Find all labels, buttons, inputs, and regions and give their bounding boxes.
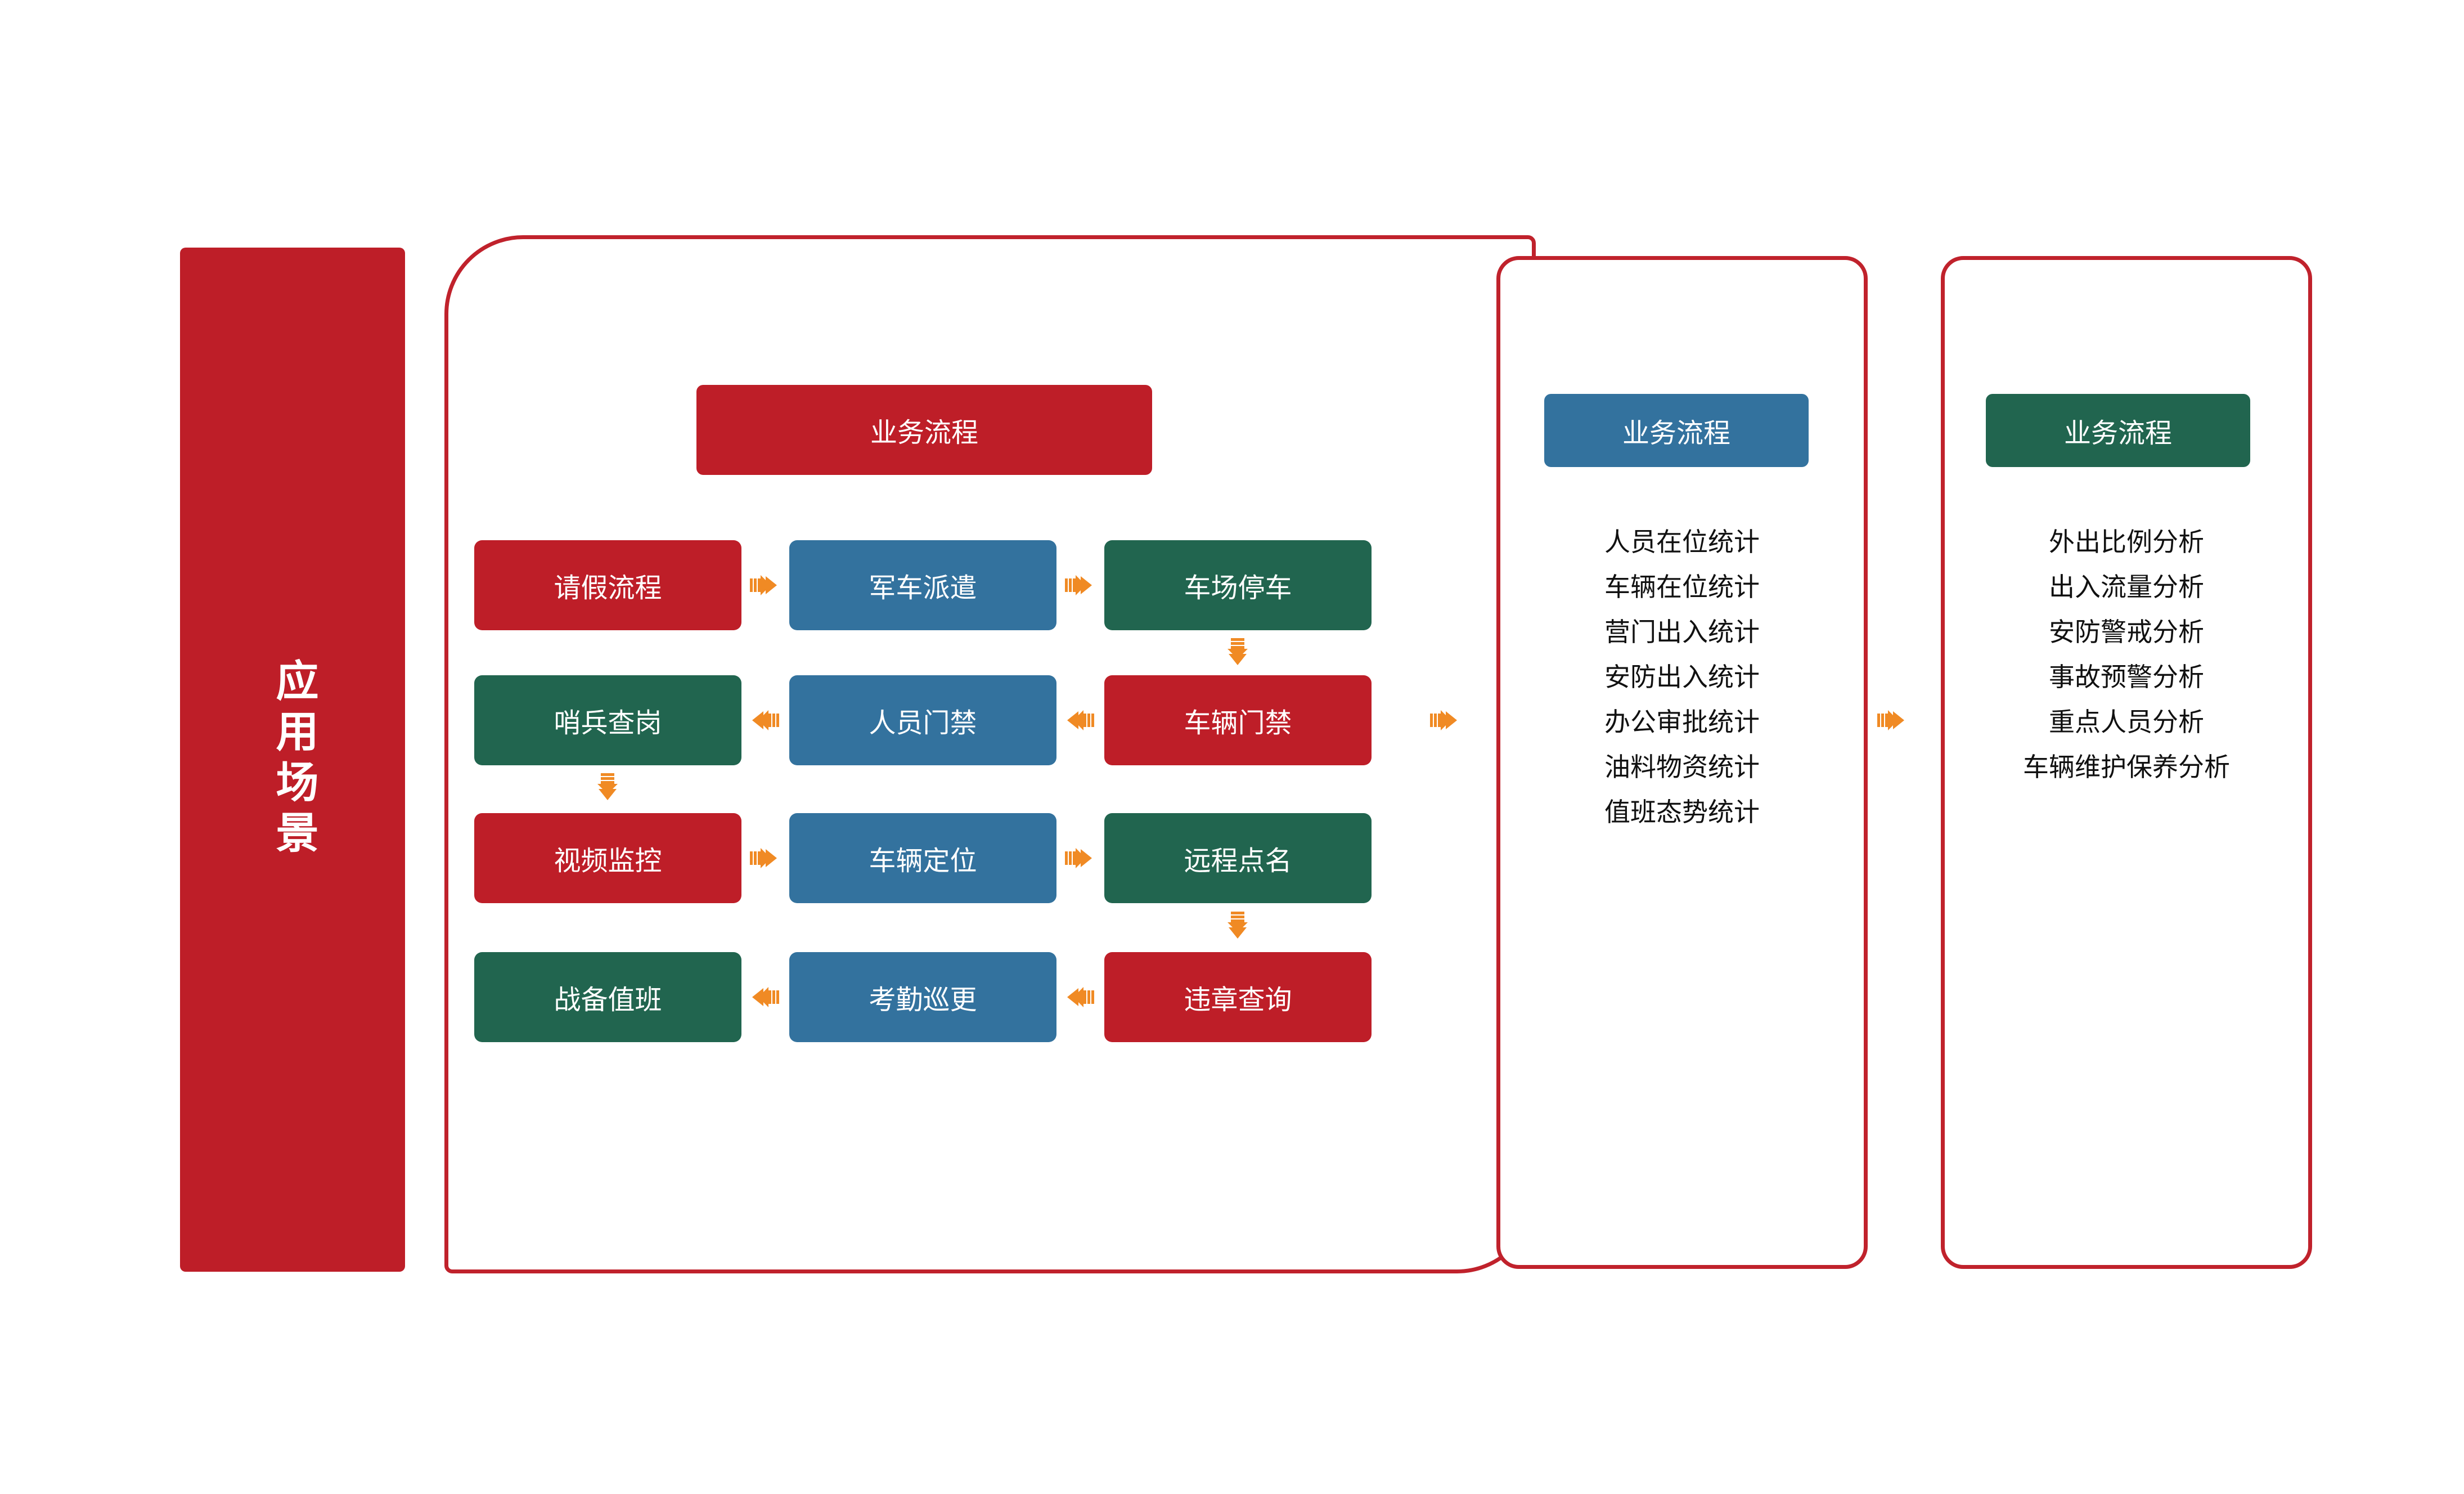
list-item: 人员在位统计 [1604, 527, 1760, 557]
flow-box-sentry-post-check[interactable]: 哨兵查岗 [474, 675, 741, 765]
scenario-banner: 应用场景 [180, 248, 405, 1272]
list-item: 办公审批统计 [1604, 707, 1760, 737]
flow-box-leave-process[interactable]: 请假流程 [474, 540, 741, 630]
arrow-down-icon [1222, 910, 1253, 942]
list-item: 车辆在位统计 [1604, 572, 1760, 602]
flow-box-vehicle-positioning[interactable]: 车辆定位 [789, 813, 1056, 903]
list-item: 安防出入统计 [1604, 662, 1760, 692]
main-flow-panel-header: 业务流程 [696, 385, 1152, 475]
arrow-right-icon [1064, 842, 1095, 874]
list-item: 重点人员分析 [2049, 707, 2204, 737]
flow-box-remote-roll-call[interactable]: 远程点名 [1104, 813, 1372, 903]
arrow-left-icon [1064, 981, 1095, 1013]
list-item: 车辆维护保养分析 [2023, 752, 2230, 782]
flow-box-video-surveillance[interactable]: 视频监控 [474, 813, 741, 903]
list-item: 外出比例分析 [2049, 527, 2204, 557]
flow-box-parking-lot[interactable]: 车场停车 [1104, 540, 1372, 630]
statistics-panel-header: 业务流程 [1544, 394, 1809, 467]
flow-box-combat-readiness-duty[interactable]: 战备值班 [474, 952, 741, 1042]
statistics-list: 人员在位统计 车辆在位统计 营门出入统计 安防出入统计 办公审批统计 油料物资统… [1496, 529, 1868, 844]
arrow-right-icon [749, 842, 780, 874]
arrow-right-icon [1876, 705, 1908, 736]
arrow-right-icon [749, 569, 780, 601]
scenario-banner-label: 应用场景 [269, 658, 317, 861]
arrow-down-icon [1222, 637, 1253, 669]
arrow-right-icon [1429, 705, 1460, 736]
list-item: 营门出入统计 [1604, 617, 1760, 647]
arrow-down-icon [592, 772, 623, 804]
arrow-left-icon [1064, 705, 1095, 736]
arrow-right-icon [1064, 569, 1095, 601]
list-item: 值班态势统计 [1604, 797, 1760, 827]
flow-box-violation-query[interactable]: 违章查询 [1104, 952, 1372, 1042]
list-item: 出入流量分析 [2049, 572, 2204, 602]
flow-box-attendance-patrol[interactable]: 考勤巡更 [789, 952, 1056, 1042]
flow-box-military-vehicle-dispatch[interactable]: 军车派遣 [789, 540, 1056, 630]
flow-box-personnel-access-control[interactable]: 人员门禁 [789, 675, 1056, 765]
flow-box-vehicle-access-control[interactable]: 车辆门禁 [1104, 675, 1372, 765]
analysis-panel-header: 业务流程 [1986, 394, 2250, 467]
arrow-left-icon [749, 981, 780, 1013]
list-item: 安防警戒分析 [2049, 617, 2204, 647]
arrow-left-icon [749, 705, 780, 736]
analysis-list: 外出比例分析 出入流量分析 安防警戒分析 事故预警分析 重点人员分析 车辆维护保… [1941, 529, 2312, 799]
list-item: 事故预警分析 [2049, 662, 2204, 692]
list-item: 油料物资统计 [1604, 752, 1760, 782]
